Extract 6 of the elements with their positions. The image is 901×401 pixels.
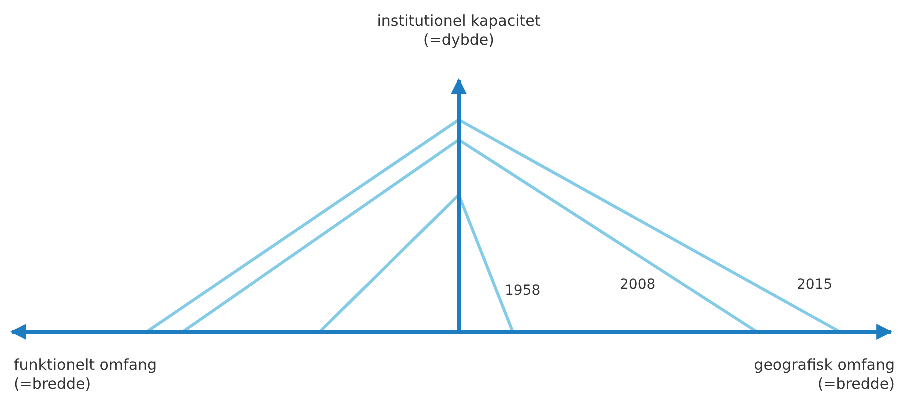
year-label: 1958 bbox=[505, 282, 542, 301]
axis-label: funktionelt omfang (=bredde) bbox=[14, 356, 158, 394]
axis-label: institutionel kapacitet (=dybde) bbox=[376, 12, 542, 50]
axis-label: geografisk omfang (=bredde) bbox=[753, 356, 895, 394]
year-label: 2008 bbox=[620, 276, 657, 295]
year-label: 2015 bbox=[797, 276, 834, 295]
